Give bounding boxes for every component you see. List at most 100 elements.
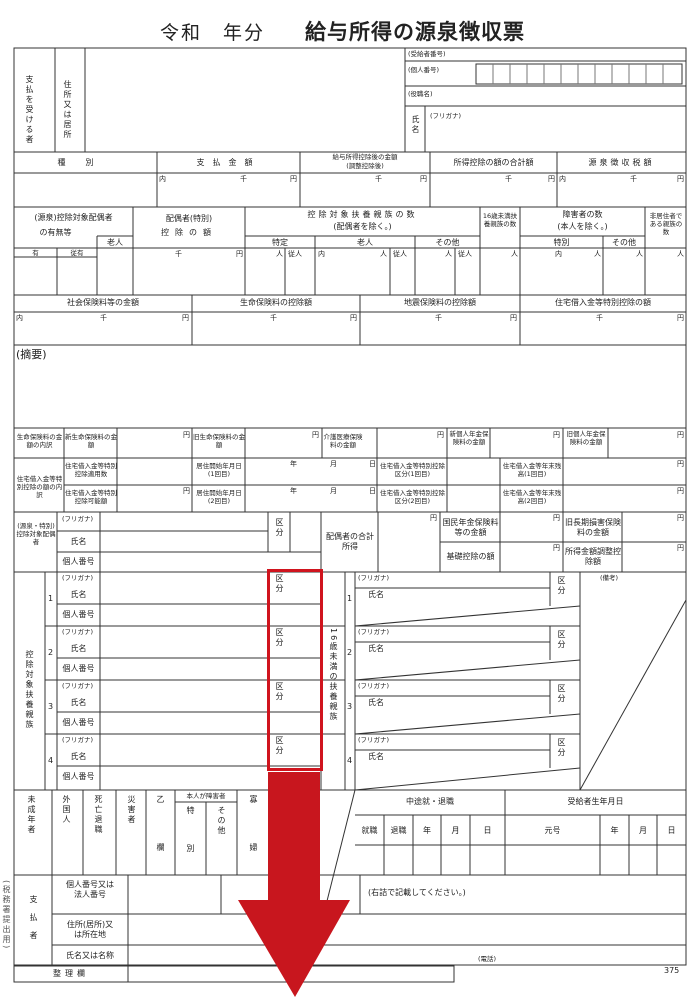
tax-header: 源泉徴収税額	[588, 158, 655, 167]
furigana-label: (フリガナ)	[358, 682, 390, 690]
furigana-label: (フリガナ)	[358, 736, 390, 744]
dependents-header-2: (配偶者を除く。)	[333, 222, 392, 231]
name-label: 氏名	[411, 115, 420, 135]
old-life-label: 旧生命保険料の金額	[193, 433, 245, 449]
nonresident-header: 非居住者である親族の数	[649, 212, 683, 236]
unit-en: 円	[312, 431, 319, 439]
life-detail-label: 生命保険料の金額の内訳	[16, 433, 63, 449]
kubun-label: 区分	[275, 628, 284, 648]
unit-en: 円	[182, 314, 189, 322]
unit-sen: 千	[240, 175, 247, 183]
dependent-number: 4	[48, 756, 54, 765]
old-ltc-label: 旧長期損害保険料の金額	[565, 518, 621, 537]
era-label: 元号	[544, 826, 561, 835]
unit-uchi: 内	[555, 250, 562, 258]
widow-flag: 寡婦	[249, 795, 258, 891]
housing-detail-label: 住宅借入金等特別控除の額の内訳	[16, 475, 63, 499]
old-pension-label: 旧個人年金保険料の金額	[566, 430, 606, 446]
unit-sen: 千	[596, 314, 603, 322]
spouse-kubun-label: 区分	[275, 518, 284, 538]
unit-uchi: 内	[559, 175, 566, 183]
unit-en: 円	[183, 487, 190, 495]
self-other-flag: その他	[217, 806, 226, 836]
unit-nin: 人	[276, 250, 283, 258]
class2-label: 住宅借入金等特別控除区分(2回目)	[380, 489, 445, 505]
unit-sen: 千	[175, 250, 182, 258]
month-label: 月	[451, 826, 460, 835]
unit-sen: 千	[435, 314, 442, 322]
unit-en: 円	[677, 514, 684, 522]
unit-ju: 従人	[288, 250, 302, 258]
payment-header: 支払金額	[196, 158, 261, 167]
start1-label: 居住開始年月日(1回目)	[196, 462, 242, 478]
name-label: 氏名	[368, 590, 384, 599]
furigana-label: (フリガナ)	[358, 628, 390, 636]
furigana-label: (フリガナ)	[430, 112, 462, 120]
under16-number: 3	[347, 702, 353, 711]
under16-number: 4	[347, 756, 353, 765]
balance2-label: 住宅借入金等年末残高(2回目)	[502, 489, 562, 505]
spouse-income-label: 配偶者の合計所得	[326, 532, 374, 551]
kubun-label: 区分	[275, 682, 284, 702]
self-disabled-label: 本人が障害者	[186, 792, 226, 800]
new-life-label: 新生命保険料の金額	[65, 433, 117, 449]
life-insurance-header: 生命保険料の控除額	[240, 298, 312, 307]
spouse-deduction-header: 配偶者(特別)	[165, 214, 213, 223]
unit-nin: 人	[445, 250, 452, 258]
unit-ju: 従人	[393, 250, 407, 258]
unit-en: 円	[553, 431, 560, 439]
my-number-label: 個人番号	[62, 610, 95, 619]
highlight-box	[267, 569, 323, 771]
unit-sen: 千	[375, 175, 382, 183]
unit-month: 月	[330, 460, 337, 468]
unit-en: 円	[677, 487, 684, 495]
ju-yes-label: 従有	[70, 249, 84, 257]
dependent-number: 1	[48, 594, 54, 603]
birth-year-label: 年	[610, 826, 619, 835]
housing-count-label: 住宅借入金等特別控除適用数	[65, 462, 117, 478]
unit-en: 円	[548, 175, 555, 183]
name-label: 氏名	[70, 644, 87, 653]
special-header: 特別	[553, 238, 570, 247]
new-pension-label: 新個人年金保険料の金額	[449, 430, 489, 446]
unit-uchi: 内	[318, 250, 325, 258]
unit-day: 日	[369, 487, 376, 495]
otsu-flag: 乙欄	[156, 795, 165, 891]
unit-en: 円	[677, 431, 684, 439]
specific-header: 特定	[272, 238, 288, 247]
basic-deduction-label: 基礎控除の額	[446, 552, 495, 561]
my-number-label: 個人番号	[62, 772, 95, 781]
unit-en: 円	[677, 544, 684, 552]
spouse-section-label: (源泉・特別)控除対象配偶者	[16, 522, 56, 546]
unit-en: 円	[183, 431, 190, 439]
form-code: 375	[664, 966, 680, 975]
unit-en: 円	[510, 314, 517, 322]
unit-en: 円	[290, 175, 297, 183]
unit-en: 円	[420, 175, 427, 183]
elderly-header: 老人	[107, 238, 123, 247]
spouse-header-2: の有無等	[39, 228, 72, 237]
minor-flag: 未成年者	[27, 795, 36, 835]
name-label: 氏名	[368, 752, 384, 761]
unit-en: 円	[677, 175, 684, 183]
unit-en: 円	[236, 250, 243, 258]
under16-number: 1	[347, 594, 353, 603]
payer-name-label: 氏名又は名称	[66, 951, 114, 960]
after-deduction-header: 給与所得控除後の金額	[332, 153, 398, 161]
midyear-header: 中途就・退職	[406, 797, 454, 806]
birth-month-label: 月	[639, 826, 647, 835]
disabled-header: 障害者の数	[562, 210, 603, 219]
unit-sen: 千	[270, 314, 277, 322]
hire-label: 就職	[361, 826, 378, 835]
furigana-label: (フリガナ)	[62, 682, 94, 690]
payer-label: 支払者	[29, 895, 38, 949]
kubun-label: 区分	[275, 574, 284, 594]
furigana-label: (フリガナ)	[358, 574, 390, 582]
unit-uchi: 内	[159, 175, 166, 183]
unit-uchi: 内	[16, 314, 23, 322]
furigana-label: (フリガナ)	[62, 628, 94, 636]
furigana-label: (フリガナ)	[62, 574, 94, 582]
name-label: 氏名	[368, 644, 384, 653]
disaster-flag: 災害者	[127, 795, 136, 825]
